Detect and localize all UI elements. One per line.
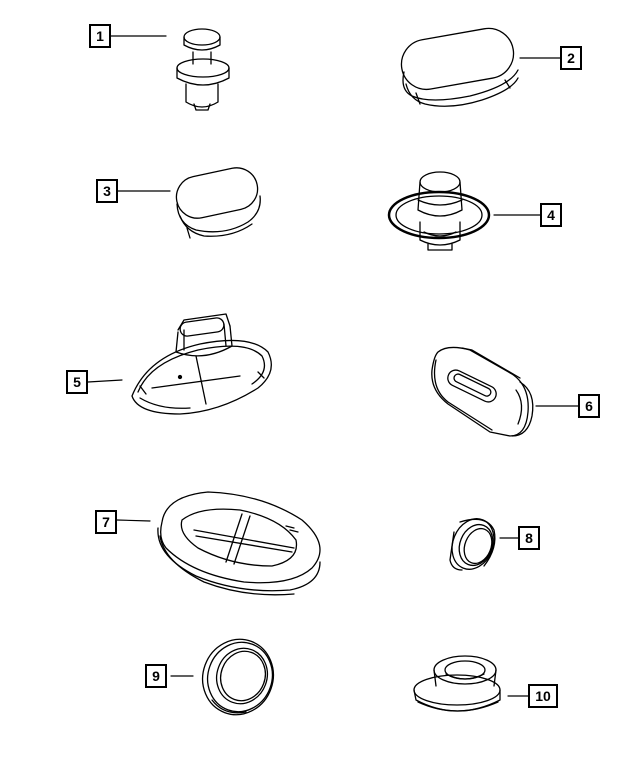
callout-8: 8	[518, 526, 540, 550]
part-5-spout-grommet	[131, 313, 272, 415]
part-7-ribbed-grommet	[157, 491, 321, 596]
callout-2: 2	[560, 46, 582, 70]
callout-5: 5	[66, 370, 88, 394]
callout-9: 9	[145, 664, 167, 688]
callout-7: 7	[95, 510, 117, 534]
leader-lines	[87, 35, 579, 697]
callout-1: 1	[89, 24, 111, 48]
part-8-ring-grommet	[449, 518, 496, 571]
part-1-push-pin	[176, 28, 230, 111]
part-3-small-oval-plug	[175, 167, 261, 239]
part-4-flanged-plug	[387, 171, 491, 251]
callout-4: 4	[540, 203, 562, 227]
part-9-round-grommet	[201, 638, 275, 716]
callout-6: 6	[578, 394, 600, 418]
part-2-oval-plug	[400, 27, 519, 107]
callout-3: 3	[96, 179, 118, 203]
part-10-flanged-grommet	[413, 655, 501, 712]
part-6-slotted-plug	[431, 346, 534, 437]
callout-10: 10	[528, 684, 558, 708]
